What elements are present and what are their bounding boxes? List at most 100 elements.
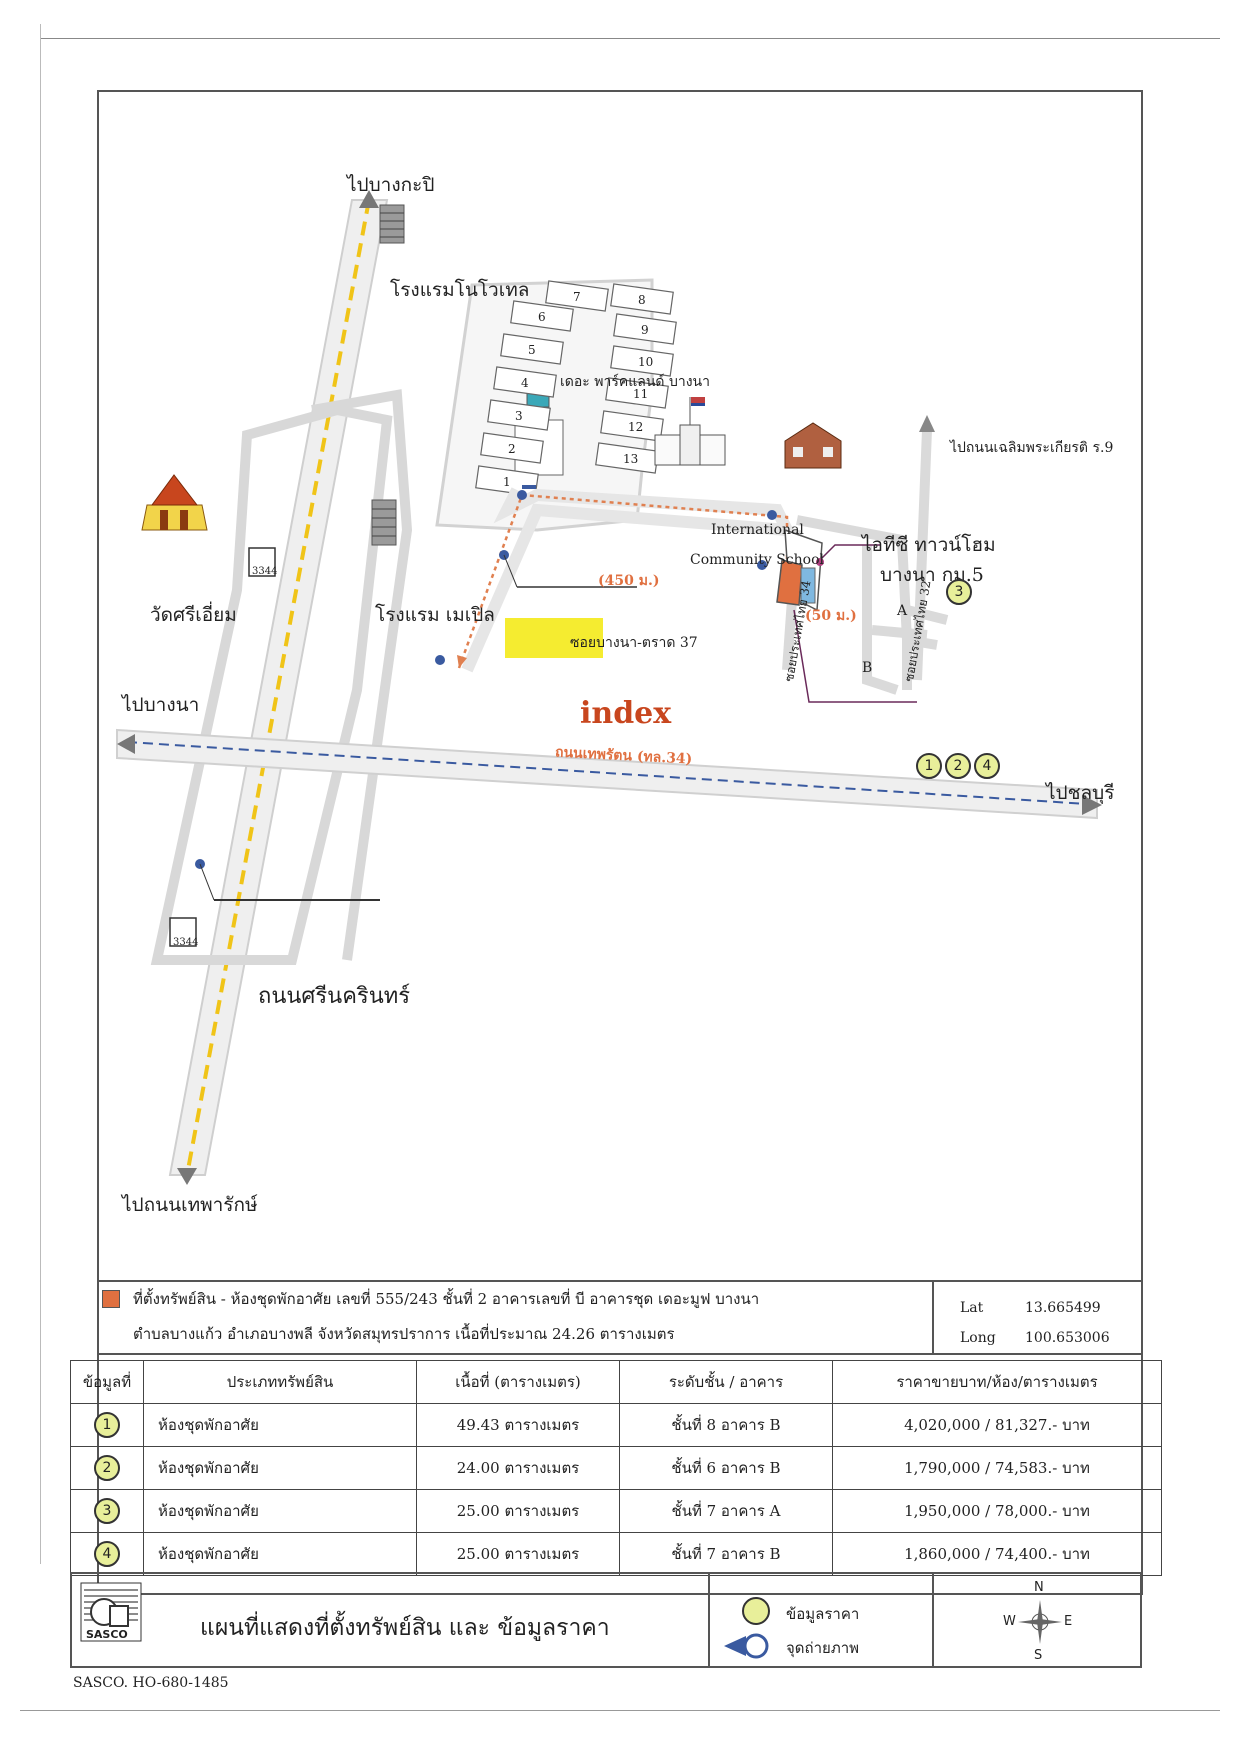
label-to-bangna: ไปบางนา — [122, 694, 200, 716]
compass-e: E — [1064, 1614, 1073, 1629]
cell-area: 25.00 ตารางเมตร — [416, 1489, 620, 1533]
novotel-icon — [379, 204, 405, 244]
srinakarin-centerline — [185, 199, 371, 1176]
temple-icon — [141, 474, 208, 531]
label-wat: วัดศรีเอี่ยม — [150, 604, 237, 626]
label-to-bangkapi: ไปบางกะปิ — [347, 174, 435, 196]
bottom-rule — [20, 1710, 1220, 1711]
parkland-block-9 — [613, 313, 677, 345]
label-maple: โรงแรม เมเปิล — [375, 604, 495, 626]
left-rule — [40, 24, 41, 1564]
map-marker-3: 3 — [946, 579, 972, 605]
map-marker-2: 2 — [945, 753, 971, 779]
sasco-logo-text: SASCO — [86, 1628, 128, 1641]
map-marker-4: 4 — [974, 753, 1000, 779]
cell-floor: ชั้นที่ 6 อาคาร B — [619, 1446, 833, 1490]
cell-type: ห้องชุดพักอาศัย — [143, 1446, 417, 1490]
th-price: ราคาขายบาท/ห้อง/ตารางเมตร — [832, 1360, 1162, 1404]
long-value: 100.653006 — [1025, 1330, 1110, 1346]
label-bldg-b: B — [862, 660, 873, 676]
route-number-2: 3344 — [173, 937, 199, 948]
parkland-block-number: 2 — [508, 442, 516, 456]
route-arrow — [457, 655, 467, 668]
th-area: เนื้อที่ (ตารางเมตร) — [416, 1360, 620, 1404]
price-table: ข้อมูลที่ ประเภททรัพย์สิน เนื้อที่ (ตารา… — [70, 1360, 1162, 1576]
label-soi-bangna-trad: ซอยบางนา-ตราด 37 — [570, 635, 698, 651]
cell-type: ห้องชุดพักอาศัย — [143, 1403, 417, 1447]
index-logo-bg — [505, 618, 603, 658]
legend-price-icon — [742, 1597, 770, 1625]
arrow-chalerm — [919, 415, 935, 432]
parkland-block-number: 5 — [528, 343, 536, 357]
label-itc-1: ไอทีซี ทาวน์โฮม — [862, 534, 996, 556]
label-to-thepharak: ไปถนนเทพารักษ์ — [122, 1194, 258, 1216]
top-rule — [40, 38, 1220, 39]
th-floor: ระดับชั้น / อาคาร — [619, 1360, 833, 1404]
route-number-1: 3344 — [252, 566, 278, 577]
cell-price: 4,020,000 / 81,327.- บาท — [832, 1403, 1162, 1447]
legend-price-label: ข้อมูลราคา — [786, 1605, 860, 1623]
arrow-thepharak — [177, 1168, 197, 1185]
cell-type: ห้องชุดพักอาศัย — [143, 1489, 417, 1533]
arrow-bangna — [117, 734, 135, 754]
footer-box — [70, 1572, 1142, 1668]
footer-divider-1 — [708, 1572, 710, 1668]
marker-line-3 — [819, 544, 880, 561]
compass-n: N — [1034, 1580, 1044, 1595]
label-school-2: Community School — [690, 552, 824, 568]
school-icon — [654, 397, 726, 466]
th-type: ประเภททรัพย์สิน — [143, 1360, 417, 1404]
photo-point-icon — [724, 1633, 769, 1659]
label-novotel: โรงแรมโนโวเทล — [390, 279, 530, 301]
cell-price: 1,950,000 / 78,000.- บาท — [832, 1489, 1162, 1533]
route-shield-2 — [169, 917, 197, 947]
parkland-block-11 — [605, 377, 669, 409]
cell-price: 1,790,000 / 74,583.- บาท — [832, 1446, 1162, 1490]
thepharak-centerline — [126, 741, 1088, 805]
footer-title: แผนที่แสดงที่ตั้งทรัพย์สิน และ ข้อมูลราค… — [200, 1615, 610, 1641]
maple-hotel-icon — [371, 499, 397, 546]
subject-legend-square — [102, 1290, 120, 1308]
cell-floor: ชั้นที่ 8 อาคาร B — [619, 1403, 833, 1447]
label-to-chalerm: ไปถนนเฉลิมพระเกียรติ ร.9 — [950, 440, 1114, 456]
arrow-chonburi — [1082, 795, 1102, 815]
table-row: 2 ห้องชุดพักอาศัย 24.00 ตารางเมตร ชั้นที… — [70, 1446, 1162, 1490]
label-dist-450: (450 ม.) — [598, 573, 660, 589]
info-band-divider — [932, 1280, 934, 1355]
legend-photo-label: จุดถ่ายภาพ — [786, 1639, 860, 1657]
photo-points — [435, 490, 777, 665]
parkland-block-12 — [600, 410, 664, 442]
building-b — [776, 559, 803, 606]
long-label: Long — [960, 1330, 996, 1346]
parkland-block-2 — [480, 432, 544, 464]
parkland-block-8 — [610, 283, 674, 315]
parkland-block-number: 7 — [573, 290, 581, 304]
cell-type: ห้องชุดพักอาศัย — [143, 1532, 417, 1576]
table-row: 4 ห้องชุดพักอาศัย 25.00 ตารางเมตร ชั้นที… — [70, 1532, 1162, 1576]
row-marker: 2 — [94, 1455, 120, 1481]
parkland-block-number: 12 — [628, 420, 643, 434]
interchange-loop — [150, 404, 393, 965]
parkland-block-number: 13 — [623, 452, 638, 466]
route-shield-1 — [248, 547, 276, 577]
table-row: 3 ห้องชุดพักอาศัย 25.00 ตารางเมตร ชั้นที… — [70, 1489, 1162, 1533]
parkland-block-number: 6 — [538, 310, 546, 324]
parkland-block-number: 1 — [503, 475, 511, 489]
arrow-bangkapi — [359, 190, 379, 208]
parkland-block-number: 11 — [633, 387, 648, 401]
cell-area: 49.43 ตารางเมตร — [416, 1403, 620, 1447]
index-logo: index — [580, 696, 672, 731]
compass-w: W — [1003, 1614, 1016, 1629]
location-text-2: ตำบลบางแก้ว อำเภอบางพลี จังหวัดสมุทรปราก… — [133, 1325, 675, 1343]
cell-area: 24.00 ตารางเมตร — [416, 1446, 620, 1490]
compass-rose-icon — [1018, 1600, 1062, 1644]
cell-floor: ชั้นที่ 7 อาคาร B — [619, 1532, 833, 1576]
parkland-block-number: 9 — [641, 323, 649, 337]
label-to-chonburi: ไปชลบุรี — [1046, 782, 1115, 804]
building-b-pool — [800, 567, 816, 604]
parkland-block-7 — [545, 280, 609, 312]
table-row: 1 ห้องชุดพักอาศัย 49.43 ตารางเมตร ชั้นที… — [70, 1403, 1162, 1447]
parkland-block-10 — [610, 345, 674, 377]
label-school-1: International — [711, 522, 804, 538]
